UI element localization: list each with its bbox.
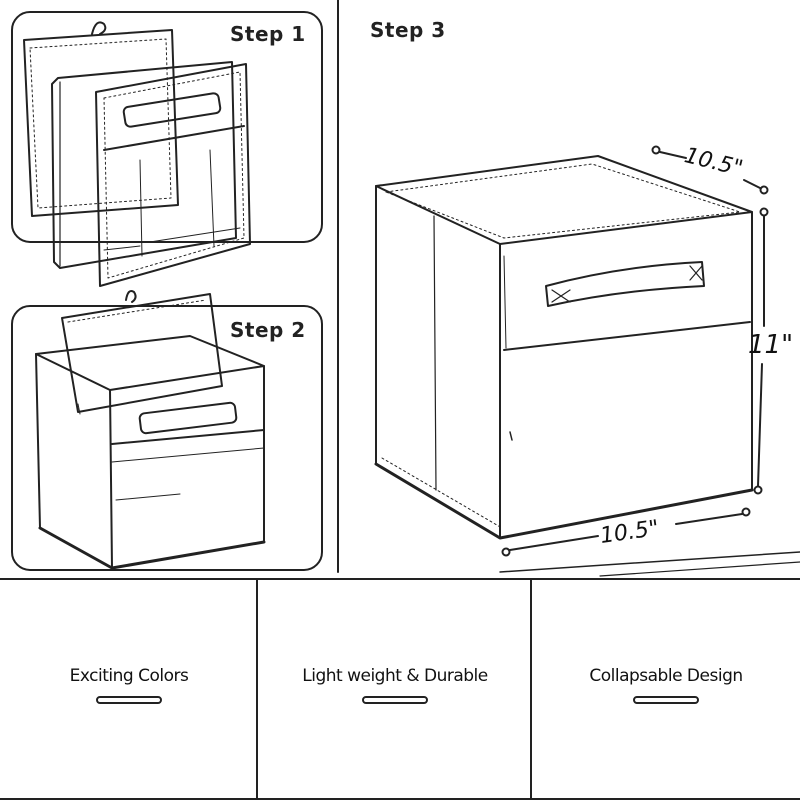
step1-label: Step 1 bbox=[230, 22, 306, 46]
step2-box-outline bbox=[35, 353, 265, 569]
feature-bar-icon bbox=[96, 696, 162, 704]
step1-divider bbox=[103, 125, 245, 151]
step1-hook-icon bbox=[91, 21, 107, 35]
step1-frame bbox=[11, 11, 323, 243]
step2-hook-icon bbox=[125, 290, 137, 303]
dim-top-line bbox=[659, 151, 761, 189]
dim-bottom-line bbox=[509, 513, 743, 551]
step2-handle bbox=[138, 401, 238, 435]
step2-back-panel bbox=[61, 293, 223, 413]
feature-bar-icon bbox=[362, 696, 428, 704]
feature-card-durable: Light weight & Durable bbox=[256, 578, 534, 800]
feature-label: Light weight & Durable bbox=[302, 666, 488, 686]
step1-handle bbox=[122, 92, 222, 128]
dim-height-label: 11" bbox=[748, 330, 794, 360]
feature-card-collapsable: Collapsable Design bbox=[530, 578, 800, 800]
feature-bar-icon bbox=[633, 696, 699, 704]
step3-label: Step 3 bbox=[370, 18, 446, 42]
step3-top-edge bbox=[375, 185, 753, 245]
feature-label: Collapsable Design bbox=[589, 666, 743, 686]
step2-drawer-divider bbox=[111, 429, 265, 445]
step1-back-panel bbox=[23, 29, 179, 217]
step1-front-panel bbox=[95, 63, 251, 287]
step1-mid-panel bbox=[51, 61, 237, 269]
feature-label: Exciting Colors bbox=[69, 666, 189, 686]
step2-label: Step 2 bbox=[230, 318, 306, 342]
dim-height-line bbox=[757, 215, 765, 487]
step3-handle bbox=[545, 261, 705, 307]
feature-card-colors: Exciting Colors bbox=[0, 578, 260, 800]
step3-drawer-divider bbox=[503, 321, 751, 351]
